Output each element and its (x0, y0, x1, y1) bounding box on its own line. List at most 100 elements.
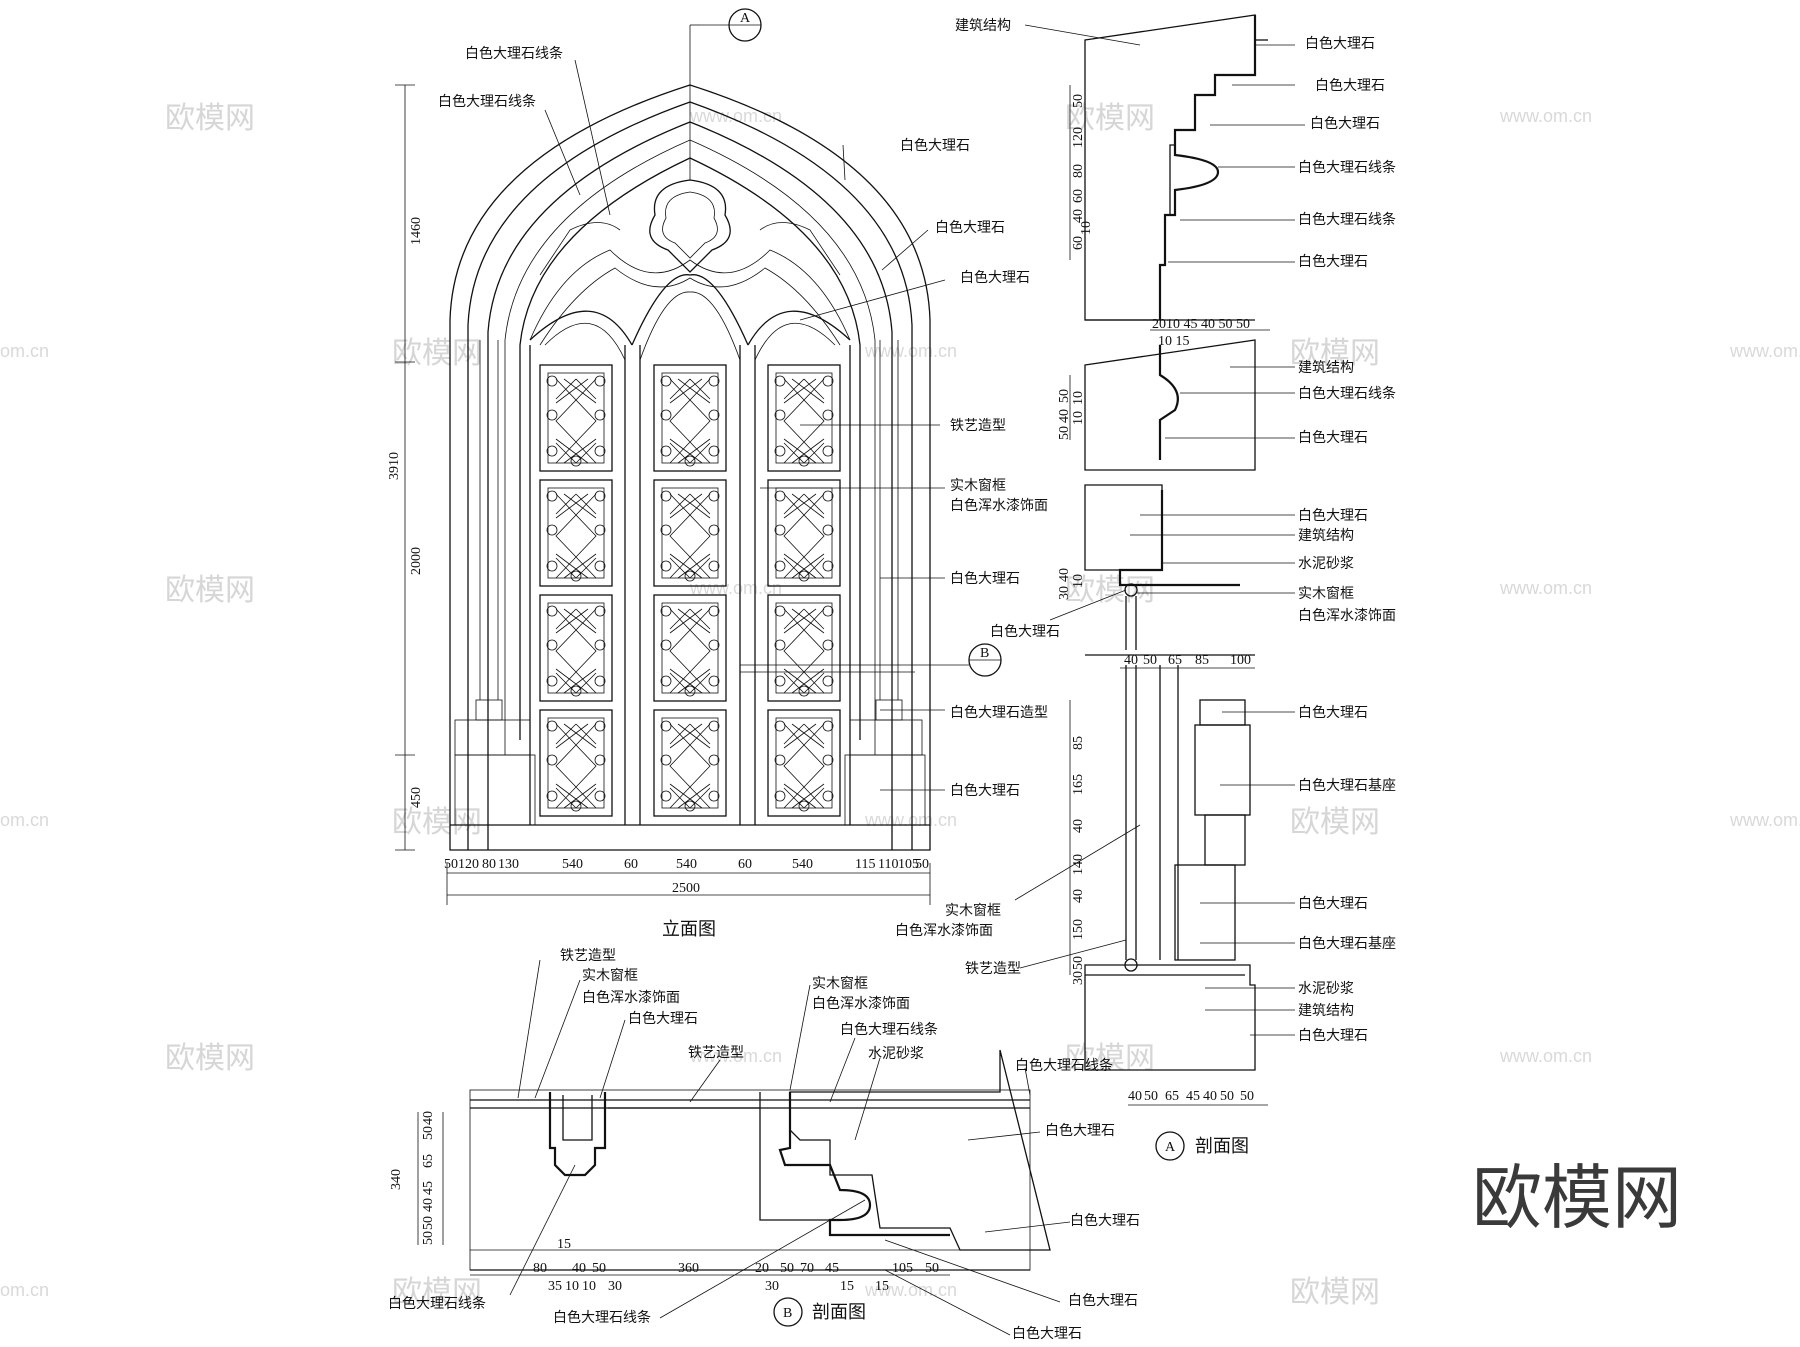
iron-lattice-left (539, 364, 613, 817)
svg-text:540: 540 (562, 857, 583, 872)
svg-text:40: 40 (572, 1261, 586, 1276)
label: 建筑结构 (1298, 1003, 1354, 1019)
label: 水泥砂浆 (1298, 556, 1354, 572)
svg-text:540: 540 (792, 857, 813, 872)
label: 白色大理石 (1070, 1212, 1140, 1229)
svg-text:40: 40 (1071, 889, 1086, 903)
svg-text:65: 65 (421, 1154, 436, 1168)
watermark-logo: 欧模网 (1290, 336, 1380, 371)
label: 白色大理石 (1298, 1027, 1368, 1044)
label: 白色浑水漆饰面 (1298, 607, 1396, 624)
svg-text:60: 60 (624, 857, 638, 872)
svg-text:30: 30 (608, 1279, 622, 1294)
title-elevation: 立面图 (662, 919, 716, 940)
svg-text:50: 50 (444, 857, 458, 872)
watermark-url: om.cn (0, 1280, 49, 1300)
label: 白色大理石 (990, 623, 1060, 640)
svg-text:450: 450 (409, 787, 424, 808)
svg-text:340: 340 (389, 1169, 404, 1190)
label: 铁艺造型 (688, 1045, 744, 1061)
label: 实木窗框 (582, 967, 638, 984)
elevation-view: A B 白色大理石线条 白色大理石线条 白色大理石 白色大理石 白色大理石 铁艺… (387, 8, 1048, 940)
svg-text:120: 120 (1071, 127, 1086, 148)
label: 白色大理石线条 (1298, 211, 1396, 228)
label: 白色大理石 (1045, 1122, 1115, 1139)
label: 白色大理石线条 (1298, 159, 1396, 176)
label: 铁艺造型 (965, 961, 1021, 977)
watermark-logo: 欧模网 (165, 1041, 255, 1076)
svg-text:30: 30 (1071, 971, 1086, 985)
svg-text:20: 20 (755, 1261, 769, 1276)
svg-text:50: 50 (1240, 1089, 1254, 1104)
svg-text:40: 40 (421, 1111, 436, 1125)
svg-text:10 15: 10 15 (1158, 334, 1190, 349)
svg-text:165: 165 (1071, 774, 1086, 795)
watermark-url: www.om.cn (864, 810, 957, 830)
watermark-logo: 欧模网 (392, 336, 482, 371)
svg-text:60: 60 (1071, 236, 1086, 250)
label: 白色大理石 (1012, 1325, 1082, 1342)
svg-text:45: 45 (1186, 1089, 1200, 1104)
svg-text:45: 45 (421, 1181, 436, 1195)
label: 白色大理石 (1298, 429, 1368, 446)
watermark-logo: 欧模网 (165, 573, 255, 608)
svg-text:40: 40 (1071, 209, 1086, 223)
label: 白色大理石基座 (1298, 935, 1396, 952)
svg-text:65: 65 (1168, 653, 1182, 668)
svg-text:105: 105 (898, 857, 919, 872)
label: 铁艺造型 (950, 418, 1006, 434)
svg-text:50: 50 (421, 1126, 436, 1140)
svg-text:50: 50 (915, 857, 929, 872)
svg-text:50: 50 (1220, 1089, 1234, 1104)
svg-text:2010 45 40 50 50: 2010 45 40 50 50 (1152, 317, 1250, 332)
section-tag-a (1155, 1131, 1185, 1161)
svg-text:15: 15 (557, 1237, 571, 1252)
svg-text:115: 115 (855, 857, 875, 872)
label: 建筑结构 (1298, 528, 1354, 544)
label: 白色大理石线条 (438, 93, 536, 110)
svg-text:1460: 1460 (409, 217, 424, 245)
svg-text:110: 110 (878, 857, 898, 872)
svg-text:50: 50 (1057, 426, 1072, 440)
svg-text:105: 105 (892, 1261, 913, 1276)
svg-text:35: 35 (548, 1279, 562, 1294)
label: 建筑结构 (1298, 360, 1354, 376)
svg-text:140: 140 (1071, 854, 1086, 875)
section-a: 建筑结构 白色大理石 白色大理石 白色大理石 白色大理石线条 白色大理石线条 白… (895, 14, 1396, 1161)
svg-text:50: 50 (780, 1261, 794, 1276)
watermark-url: www.om.cn (689, 1046, 782, 1066)
svg-text:40: 40 (1128, 1089, 1142, 1104)
svg-text:70: 70 (800, 1261, 814, 1276)
svg-text:A: A (1165, 1140, 1176, 1155)
svg-text:2500: 2500 (672, 881, 700, 896)
label: 实木窗框 (1298, 585, 1354, 602)
watermark-logo: 欧模网 (1290, 1275, 1380, 1310)
title-section-a: 剖面图 (1195, 1136, 1249, 1157)
label: 水泥砂浆 (1298, 981, 1354, 997)
svg-text:50: 50 (1057, 389, 1072, 403)
label: 白色大理石造型 (950, 704, 1048, 721)
section-b: 340 50 50 40 45 65 50 40 15 80 40 50 360… (388, 948, 1140, 1342)
svg-text:50: 50 (592, 1261, 606, 1276)
watermark-url: www.om.cn (1499, 578, 1592, 598)
svg-text:60: 60 (738, 857, 752, 872)
watermark-url: www.om.cn (689, 106, 782, 126)
title-section-b: 剖面图 (812, 1302, 866, 1323)
svg-text:3910: 3910 (387, 452, 402, 480)
label: 白色大理石线条 (388, 1295, 486, 1312)
watermark-logo: 欧模网 (392, 1275, 482, 1310)
watermark-url: www.om.cn (1499, 1046, 1592, 1066)
svg-text:30: 30 (1057, 586, 1072, 600)
svg-text:40: 40 (1203, 1089, 1217, 1104)
label: 白色大理石 (1310, 115, 1380, 132)
label: 白色大理石 (1298, 704, 1368, 721)
watermark-url: om.cn (0, 810, 49, 830)
watermark-logo: 欧模网 (1290, 805, 1380, 840)
svg-text:100: 100 (1230, 653, 1251, 668)
label: 白色大理石 (1315, 77, 1385, 94)
label: 水泥砂浆 (868, 1046, 924, 1062)
label: 白色大理石 (1298, 507, 1368, 524)
svg-text:65: 65 (1165, 1089, 1179, 1104)
